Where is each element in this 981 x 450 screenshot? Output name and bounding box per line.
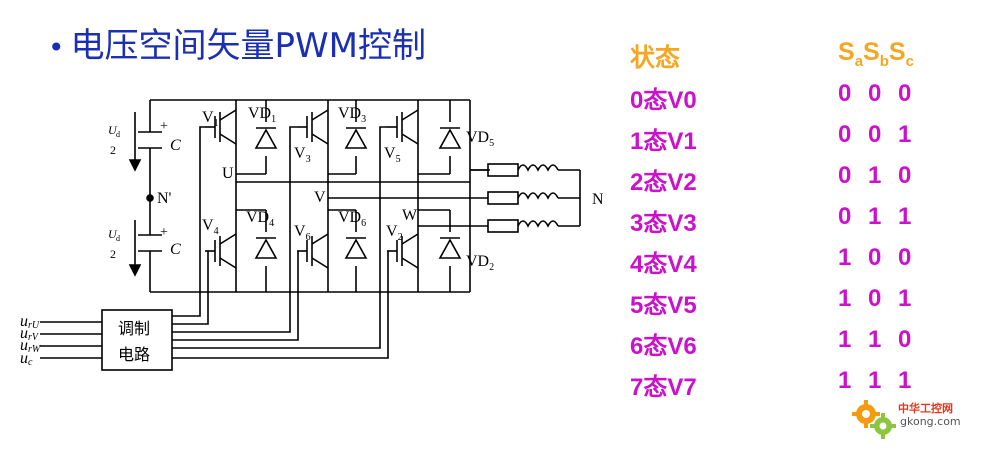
ud-bottom-num: U — [108, 227, 118, 241]
table-header-state: 状态 — [630, 44, 681, 72]
bit-value: 0 — [898, 80, 912, 107]
mod-circuit-line2: 电路 — [118, 345, 150, 364]
bit-value: 1 — [838, 244, 852, 271]
title-text: 电压空间矢量PWM控制 — [70, 26, 426, 66]
mid-node-label: N' — [157, 190, 172, 207]
state-label: 5态V5 — [630, 292, 697, 319]
switch-v4-label: V4 — [202, 217, 219, 237]
switch-v3-label: V3 — [294, 145, 311, 165]
diode-vd4-label: VD4 — [246, 209, 274, 229]
phase-leg-v — [297, 100, 368, 292]
bit-value: 1 — [838, 367, 852, 394]
bit-value: 0 — [838, 80, 852, 107]
phase-leg-w — [387, 100, 462, 292]
input-label-rv: urV — [20, 325, 40, 343]
cap-top-plus: + — [160, 119, 168, 134]
diode-vd2-label: VD2 — [466, 253, 494, 273]
switch-v5-label: V5 — [384, 145, 401, 165]
state-label: 6态V6 — [630, 333, 697, 360]
inverter-circuit-diagram: U d 2 U d 2 + C + C N' N U V W V1 VD1 V3… — [20, 99, 604, 371]
bit-value: 0 — [868, 80, 882, 107]
state-label: 2态V2 — [630, 169, 697, 196]
switch-v1-label: V1 — [202, 109, 219, 129]
voltage-arrow-top — [128, 112, 142, 172]
input-label-rw: urW — [20, 337, 42, 355]
gear-icon — [852, 400, 896, 439]
bit-value: 0 — [898, 244, 912, 271]
switch-v2-label: V2 — [386, 223, 403, 243]
ud-top-num: U — [108, 123, 118, 137]
capacitor-bottom — [138, 234, 162, 252]
mod-circuit-line1: 调制 — [118, 319, 150, 338]
bit-value: 0 — [898, 326, 912, 353]
bit-value: 1 — [898, 121, 912, 148]
phase-u-label: U — [222, 165, 234, 182]
bit-value: 1 — [868, 203, 882, 230]
state-label: 7态V7 — [630, 374, 697, 401]
bit-value: 0 — [838, 162, 852, 189]
diode-vd3-label: VD3 — [338, 105, 366, 125]
cap-top-label: C — [170, 137, 181, 154]
bit-value: 1 — [898, 285, 912, 312]
input-label-ru: urU — [20, 313, 40, 331]
state-label: 3态V3 — [630, 210, 697, 237]
bit-value: 0 — [838, 203, 852, 230]
mid-node-dot — [146, 194, 154, 202]
phase-w-label: W — [402, 207, 418, 224]
bit-value: 1 — [868, 162, 882, 189]
bit-value: 0 — [868, 121, 882, 148]
state-label: 0态V0 — [630, 87, 697, 114]
diode-vd5-label: VD5 — [466, 129, 494, 149]
bit-value: 1 — [898, 203, 912, 230]
neutral-label: N — [592, 191, 604, 208]
bit-value: 1 — [838, 326, 852, 353]
cap-bottom-label: C — [170, 241, 181, 258]
bit-value: 1 — [868, 326, 882, 353]
input-wires — [40, 321, 102, 359]
logo-line1: 中华工控网 — [898, 402, 953, 415]
cap-bottom-plus: + — [160, 225, 168, 240]
logo-line2: gkong.com — [900, 415, 961, 428]
state-label: 1态V1 — [630, 128, 697, 155]
table-header-switches: SaSbSc — [838, 38, 914, 70]
diode-vd1-label: VD1 — [248, 105, 276, 125]
ud-top-sub: d — [116, 130, 120, 139]
page-title: •电压空间矢量PWM控制 — [48, 18, 426, 67]
gate-wires — [172, 126, 389, 359]
bit-value: 0 — [898, 162, 912, 189]
phase-v-label: V — [314, 189, 326, 206]
bit-value: 0 — [868, 244, 882, 271]
capacitor-top — [138, 131, 162, 149]
ud-bottom-sub: d — [116, 234, 120, 243]
voltage-arrow-bottom — [128, 220, 142, 277]
bit-value: 0 — [838, 121, 852, 148]
bit-value: 0 — [868, 285, 882, 312]
title-bullet: • — [48, 31, 65, 64]
input-label-c: uc — [20, 350, 33, 368]
load-phase-u — [236, 169, 490, 183]
diode-vd6-label: VD6 — [338, 209, 366, 229]
ud-top-den: 2 — [110, 143, 116, 157]
gkong-logo: 中华工控网 gkong.com — [850, 398, 961, 446]
switch-v6-label: V6 — [294, 223, 311, 243]
bit-value: 1 — [868, 367, 882, 394]
bit-value: 1 — [898, 367, 912, 394]
ud-bottom-den: 2 — [110, 247, 116, 261]
phase-leg-u — [205, 100, 278, 292]
state-label: 4态V4 — [630, 251, 697, 278]
bit-value: 1 — [838, 285, 852, 312]
load-wiring — [328, 163, 581, 233]
